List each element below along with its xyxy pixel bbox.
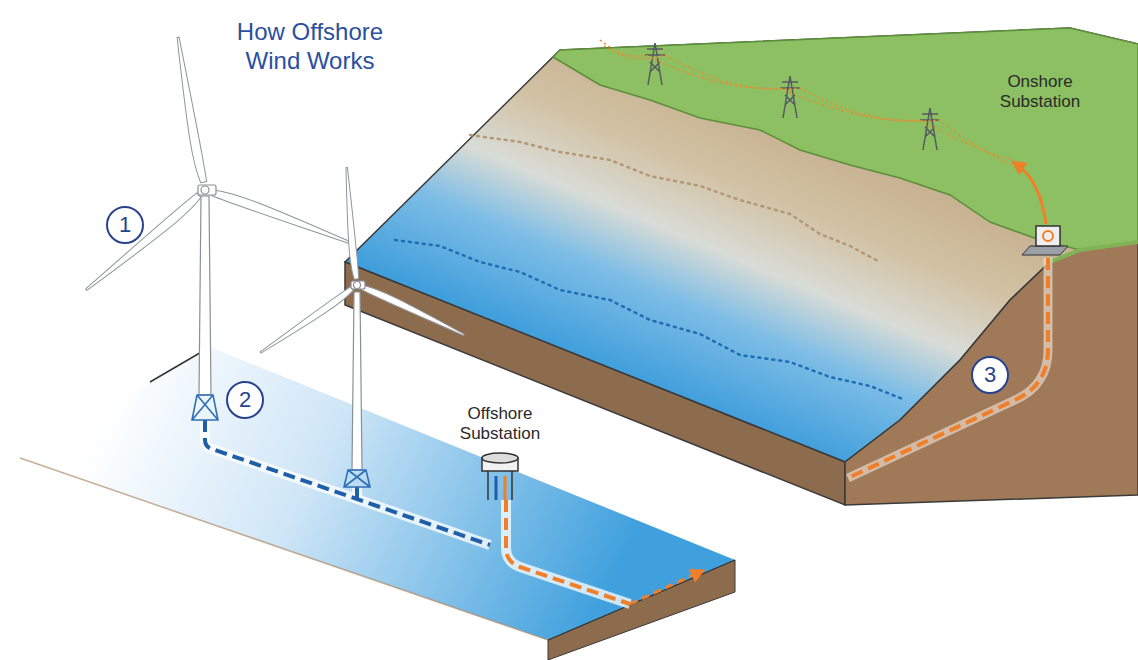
sea-edge [20,458,548,640]
array-cable [205,420,490,545]
turbine-hub [201,186,209,194]
pylon [780,76,800,118]
sea-block [20,347,735,660]
power-in [495,476,498,500]
seabed-face [548,560,735,660]
turbine-foundation [344,470,370,487]
callout-number: 2 [239,388,251,412]
power-out [504,476,507,500]
substation-leg [487,470,489,500]
land-block [345,28,1138,505]
land-side-face [845,242,1138,505]
turbine-tower [199,196,211,395]
cable-halo [506,500,630,604]
substation-leg [511,470,513,500]
turbine-nacelle [198,185,216,195]
onshore-substation-icon [1016,164,1068,255]
cable-halo [848,258,1048,478]
callout-circle: 1 [106,206,144,244]
diagram-title: How Offshore Wind Works [220,18,400,76]
pylon [645,43,665,85]
sand-line [470,135,880,262]
turbine-foundation [192,395,218,420]
wind-turbine [259,167,466,487]
offshore-substation-icon [482,453,518,500]
overhead-wire [600,40,1012,160]
substation-top [482,453,518,463]
turbine-blade [211,187,352,246]
export-cable [848,258,1048,478]
title-block: How Offshore Wind Works [220,18,400,76]
substation-coil [1043,231,1053,241]
turbine-blade [342,167,359,279]
turbine-blade [84,193,203,295]
callout-number: 3 [984,363,996,387]
overhead-lines [600,40,1012,165]
grid-arrow [1016,164,1046,224]
sea-edge [548,560,735,640]
sea-surface [20,347,735,640]
export-arrow [630,572,700,604]
overhead-wire [604,46,1012,165]
callout-number: 1 [119,213,131,237]
label-block: Offshore Substation [438,404,562,443]
turbine-tower [352,292,362,470]
callout-circle: 2 [226,381,264,419]
turbine-blade [172,37,207,183]
export-cable [506,500,630,604]
array-cable [355,487,359,499]
turbine-blade [361,283,465,337]
pylon [920,108,940,150]
transmission-pylons [645,43,940,150]
cable-halo [205,420,490,545]
turbine-hub [354,282,361,289]
turbine-blade [259,286,355,356]
wind-turbine [84,37,353,420]
component-label: Offshore Substation [438,404,562,443]
component-label: Onshore Substation [978,72,1102,111]
label-block: Onshore Substation [978,72,1102,111]
turbine-nacelle [351,281,365,289]
substation-base [1022,246,1068,255]
grass-land [553,28,1138,250]
callout-circle: 3 [971,356,1009,394]
substation-box [1036,226,1060,246]
